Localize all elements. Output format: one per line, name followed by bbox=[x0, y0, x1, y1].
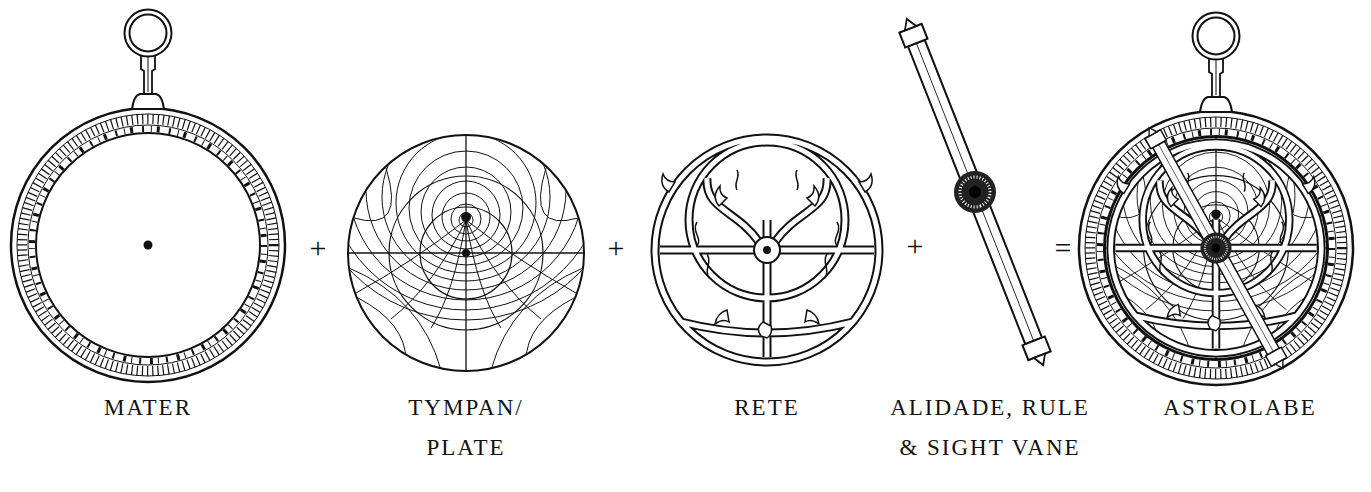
operator-symbol: + bbox=[895, 228, 935, 264]
rete-illustration bbox=[655, 138, 879, 362]
part-label: MATER bbox=[41, 388, 256, 428]
center-pin bbox=[144, 241, 153, 250]
alidade-illustration bbox=[887, 11, 1062, 373]
operator-symbol: + bbox=[298, 230, 338, 266]
operator-symbol: = bbox=[1043, 230, 1083, 266]
part-label: TYMPAN/ PLATE bbox=[396, 388, 536, 468]
operator-symbol: + bbox=[596, 230, 636, 266]
mater-illustration bbox=[11, 12, 285, 382]
part-label: RETE bbox=[660, 388, 875, 428]
part-label: ALIDADE, RULE & SIGHT VANE bbox=[883, 388, 1098, 468]
tympan-illustration bbox=[306, 0, 626, 371]
astrolabe-illustration-assembled bbox=[1066, 10, 1367, 385]
part-label: ASTROLABE bbox=[1133, 388, 1348, 428]
